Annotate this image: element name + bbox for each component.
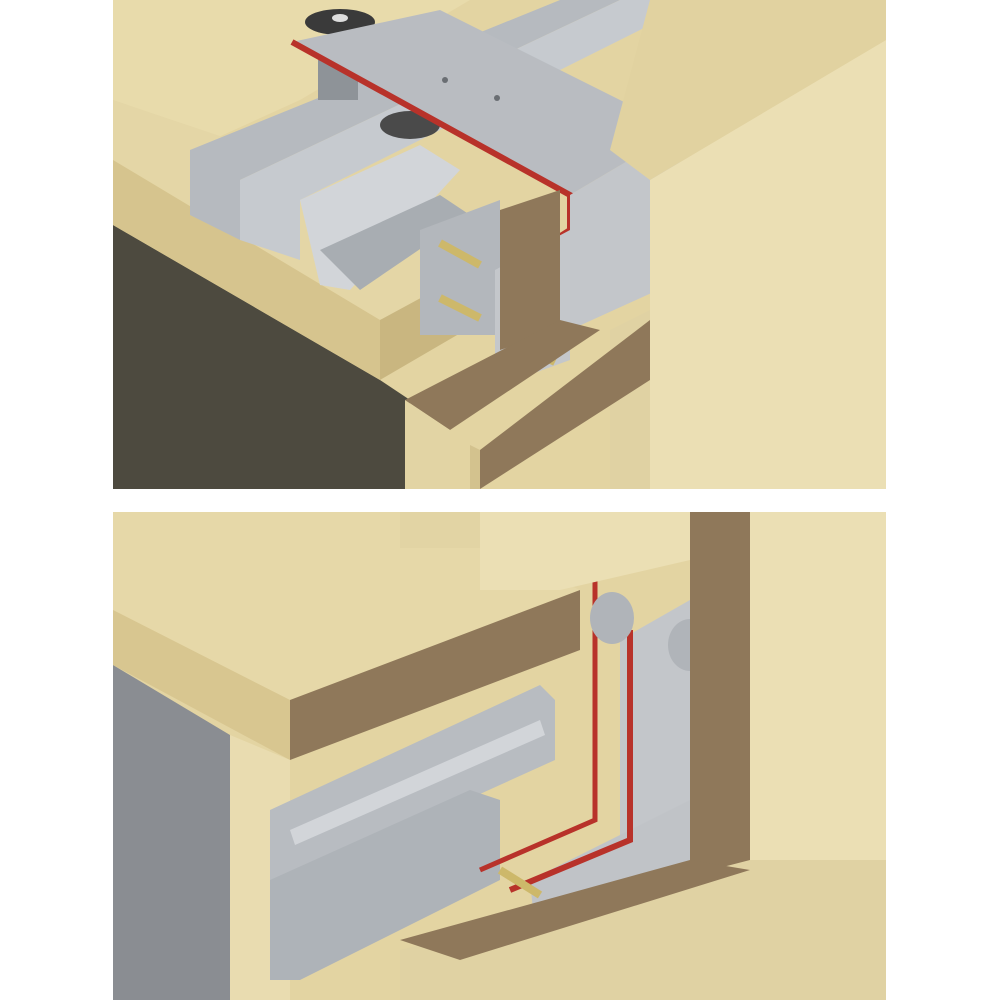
cabinet-front-edge xyxy=(113,160,380,380)
door-bottom-edge xyxy=(400,860,750,960)
front-door-bottom xyxy=(480,512,690,590)
rail-outer xyxy=(190,0,620,240)
rear-door-face xyxy=(405,400,450,489)
guide-roller xyxy=(590,592,634,644)
door-edge-mdf xyxy=(500,190,560,350)
roller-axle xyxy=(332,14,348,22)
front-door-face xyxy=(650,40,886,489)
screw xyxy=(438,294,482,322)
bracket-hole xyxy=(494,95,500,101)
floor-grey xyxy=(113,665,230,1000)
rail-inner-shadow xyxy=(320,195,470,290)
rail-middle xyxy=(240,0,700,260)
top-panel xyxy=(113,0,886,489)
rail-highlight xyxy=(290,720,545,845)
red-gasket-edge xyxy=(479,580,598,873)
bracket-hole xyxy=(442,77,448,83)
bottom-panel xyxy=(113,512,886,1000)
bottom-rail-lower xyxy=(270,790,500,980)
door-lower-face xyxy=(400,860,886,1000)
red-gasket-edge xyxy=(508,630,633,893)
rear-door-top-edge xyxy=(405,320,600,430)
screw xyxy=(438,239,482,269)
screw xyxy=(497,866,543,899)
front-door-face xyxy=(750,512,886,930)
door-mdf-edge xyxy=(690,512,750,900)
door-top-back xyxy=(610,0,886,180)
shelf-mdf-edge xyxy=(290,590,580,760)
shelf-front-edge xyxy=(113,610,290,760)
floor-shadow xyxy=(113,225,410,489)
door-gap xyxy=(470,445,480,489)
front-door-top-edge xyxy=(480,320,650,489)
rear-door-bottom xyxy=(400,512,480,548)
bracket-plate-top xyxy=(292,10,680,195)
shelf-top-surface xyxy=(113,512,580,700)
